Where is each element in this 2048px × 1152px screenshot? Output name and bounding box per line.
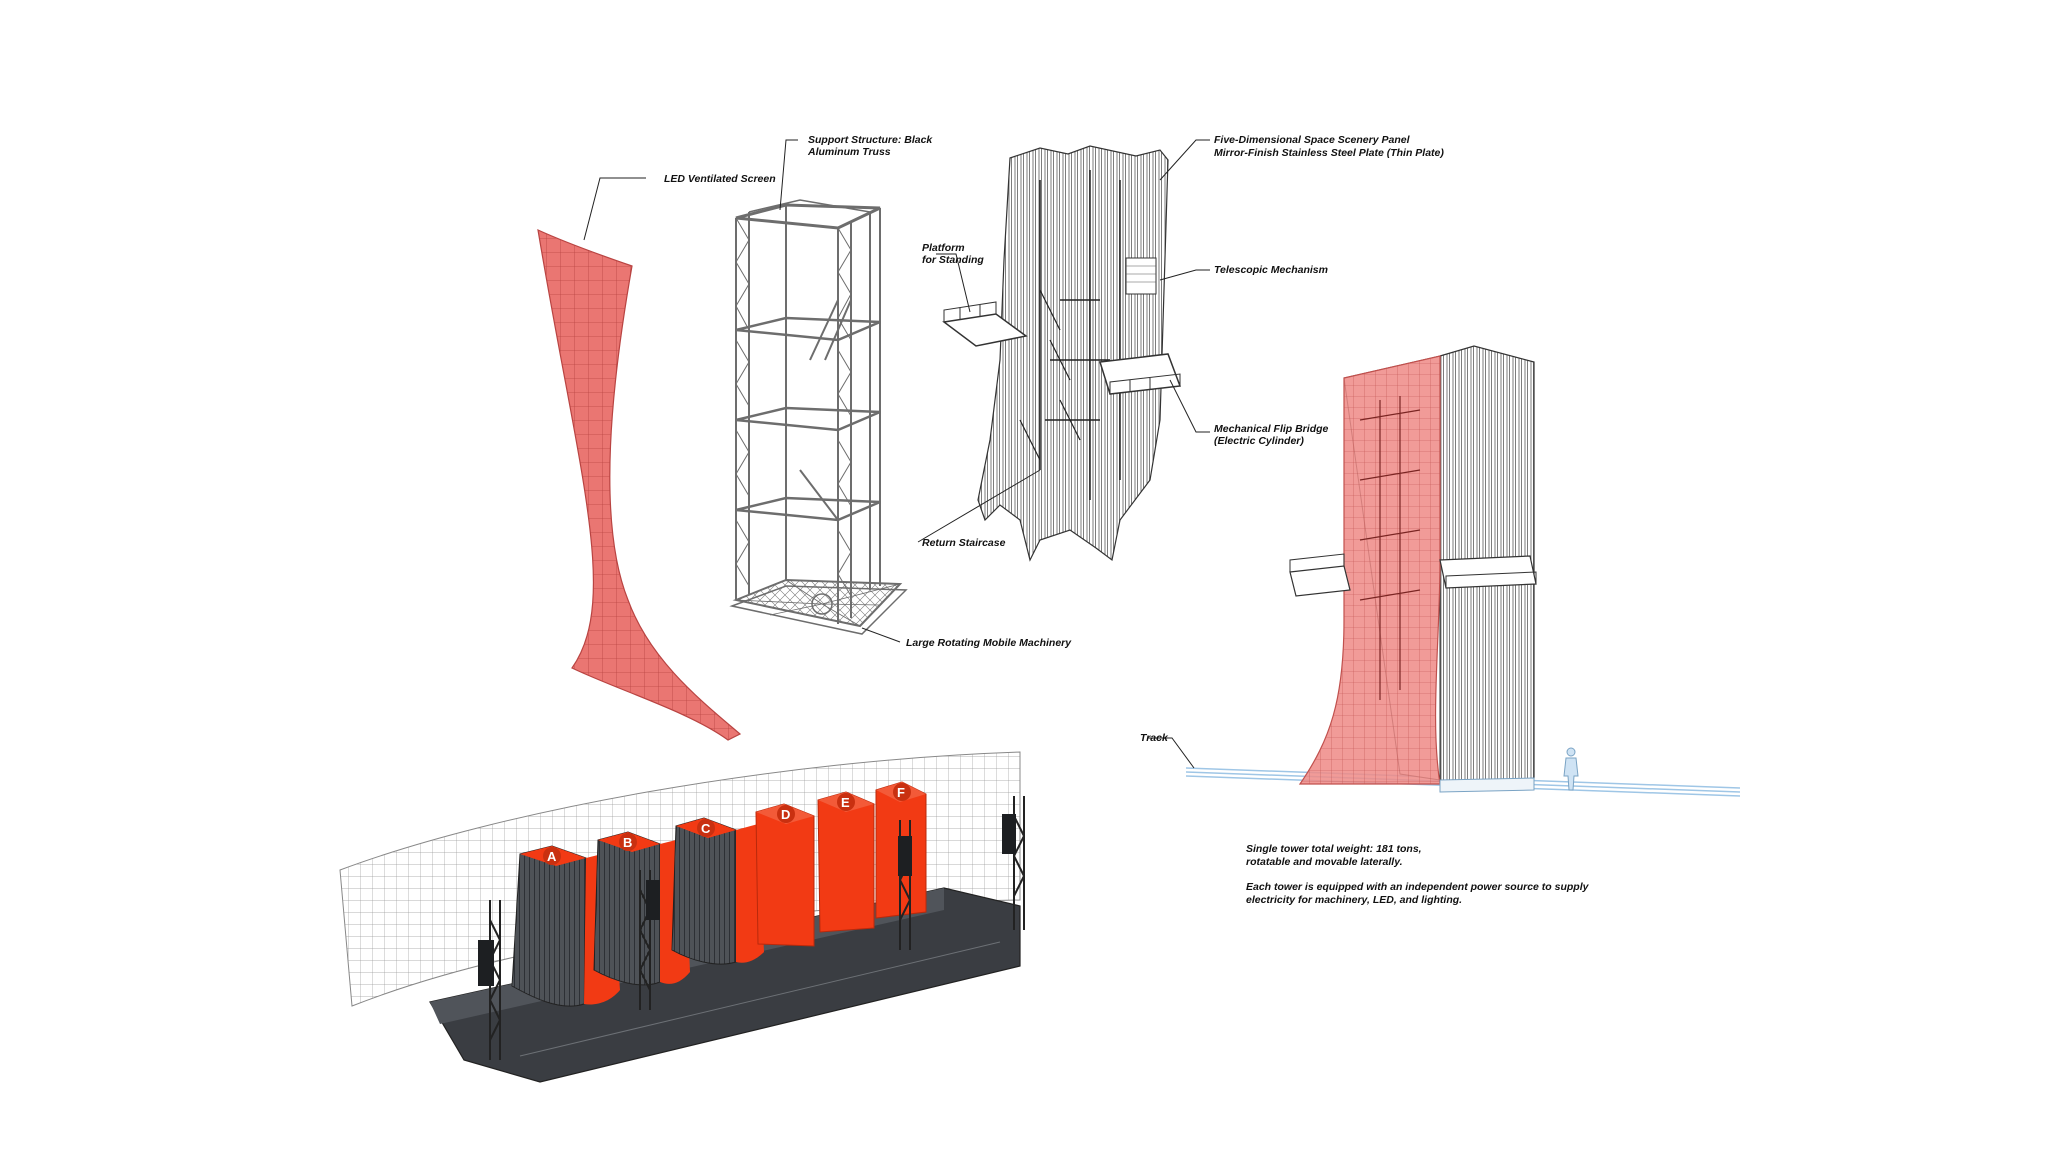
tower-label-a: A [547, 849, 557, 864]
scale-figure [1563, 747, 1579, 791]
tower-c: C [671, 817, 764, 965]
note-power-line1: Each tower is equipped with an independe… [1246, 881, 1589, 893]
label-support-line1: Support Structure: Black [808, 134, 933, 146]
tower-label-d: D [781, 807, 790, 822]
label-track: Track [1140, 732, 1168, 744]
label-flip-bridge-line1: Mechanical Flip Bridge [1214, 423, 1329, 435]
tower-label-b: B [623, 835, 632, 850]
label-scenery-line1: Five-Dimensional Space Scenery Panel [1214, 134, 1410, 146]
label-platform-line2: for Standing [922, 254, 984, 266]
tower-label-f: F [897, 785, 905, 800]
leader-lines [583, 139, 1210, 769]
tower-e: E [817, 791, 875, 933]
lighting-truss-columns [488, 796, 1026, 1060]
note-weight-line1: Single tower total weight: 181 tons, [1246, 843, 1422, 855]
scenery-panel-tower [942, 145, 1182, 562]
tower-d: D [755, 803, 815, 947]
led-screen-panel [537, 228, 742, 741]
speaker-arrays [478, 814, 1016, 986]
label-rotating-machinery: Large Rotating Mobile Machinery [906, 637, 1072, 649]
label-scenery-line2: Mirror-Finish Stainless Steel Plate (Thi… [1214, 147, 1444, 159]
label-flip-bridge-line2: (Electric Cylinder) [1214, 435, 1304, 447]
label-telescopic: Telescopic Mechanism [1214, 264, 1328, 276]
support-truss-tower [729, 199, 908, 635]
label-support-line2: Aluminum Truss [808, 146, 891, 158]
tower-label-e: E [841, 795, 850, 810]
note-power-line2: electricity for machinery, LED, and ligh… [1246, 894, 1463, 906]
stage-overview: A B C D E [339, 751, 1026, 1083]
label-platform-line1: Platform [922, 242, 965, 254]
label-return-staircase: Return Staircase [922, 537, 1006, 549]
assembled-tower [1185, 345, 1741, 797]
note-weight-line2: rotatable and movable laterally. [1246, 856, 1403, 868]
label-led-screen: LED Ventilated Screen [664, 173, 776, 185]
tower-label-c: C [701, 821, 711, 836]
